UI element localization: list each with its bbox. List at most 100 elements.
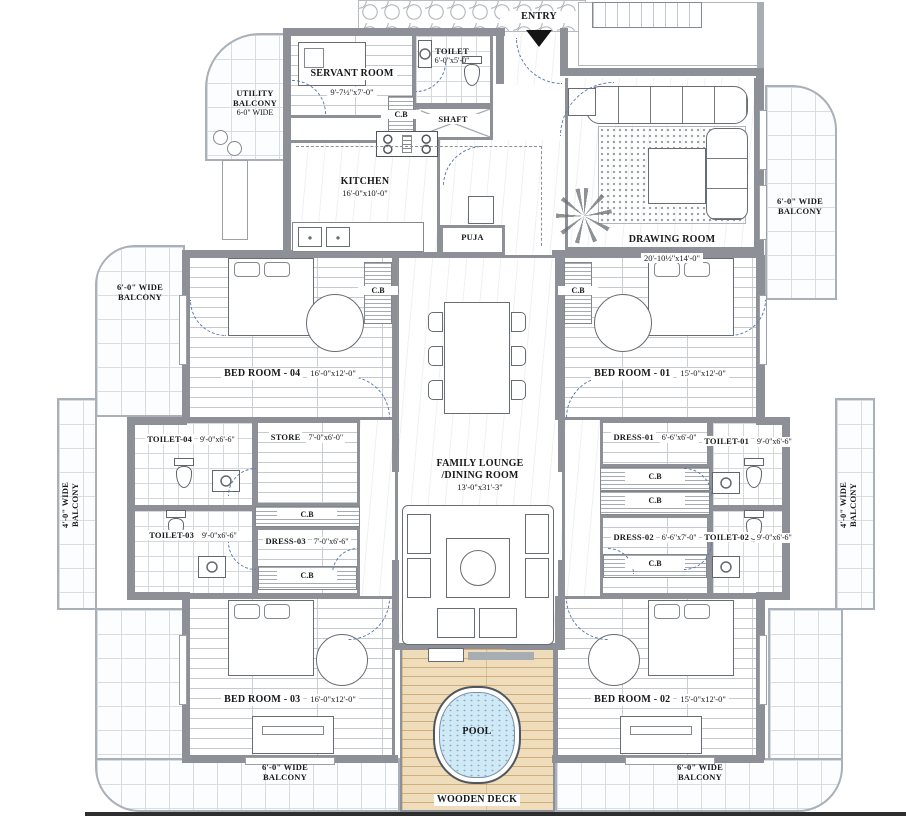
wall: [558, 560, 565, 650]
deck-planter: [428, 648, 464, 662]
room-dims: 16'-0"x12'-0": [307, 368, 359, 379]
pool-label: POOL: [442, 726, 512, 738]
cupboard-label: C.B: [625, 559, 685, 568]
wc-icon: [746, 466, 762, 488]
sink-bowl: [298, 227, 322, 247]
dress-03-label: DRESS-03 7'-0"x6'-6": [257, 530, 357, 549]
kitchen-counter-line: [296, 146, 542, 246]
left-balcony-6ft-label: 6'-0" WIDE BALCONY: [98, 282, 182, 302]
room-name: POOL: [462, 726, 492, 737]
room-dims: 9'-0"x6'-6": [198, 435, 237, 445]
family-lounge-label: FAMILY LOUNGE /DINING ROOM 13'-0"x31'-3": [410, 458, 550, 492]
sink-bowl: [326, 227, 350, 247]
room-dims: 16'-0"x10'-0": [342, 188, 388, 198]
wall: [558, 420, 565, 472]
room-name: TOILET-02: [702, 532, 752, 543]
pool-water: [439, 692, 515, 778]
pebble-stone: [227, 141, 242, 156]
wall: [757, 2, 764, 68]
window: [759, 635, 767, 705]
entry-arrow-icon: [526, 30, 552, 47]
window: [759, 110, 767, 170]
wall: [127, 417, 135, 600]
balcony-line: BALCONY: [848, 483, 859, 527]
cupboard-label: C.B: [381, 110, 421, 119]
wall: [392, 420, 399, 472]
window: [625, 757, 715, 765]
wall: [756, 417, 790, 425]
balcony-line: 6'-0" WIDE: [677, 762, 723, 772]
right-balcony-4ft-label: 4'-0" WIDE BALCONY: [838, 435, 872, 575]
room-dims: 13'-0"x31'-3": [457, 482, 503, 492]
wc-icon: [464, 64, 480, 86]
toilet-02-room: [710, 508, 790, 596]
window: [179, 635, 187, 705]
room-dims: 15'-0"x12'-0": [677, 694, 729, 705]
wc-icon: [744, 458, 764, 466]
room-dims: 16'-0"x12'-0": [307, 694, 359, 705]
bottom-left-balcony: [95, 758, 400, 812]
pebble-stone: [213, 130, 228, 145]
entry-label: ENTRY: [500, 11, 578, 23]
left-balcony-6ft: [95, 245, 185, 417]
balcony-line: 4'-0" WIDE: [60, 482, 70, 528]
planter-box: [222, 160, 248, 240]
wall: [127, 592, 187, 600]
wall: [496, 28, 504, 84]
wc-icon: [462, 56, 482, 64]
toilet-01-label: TOILET-01 9'-0"x6'-6": [702, 430, 794, 449]
room-name: BED ROOM - 04: [221, 368, 304, 380]
drawing-center-table: [648, 148, 706, 204]
dresser: [252, 716, 334, 754]
wc-icon: [744, 510, 764, 518]
room-name: TOILET-04: [145, 434, 195, 445]
store-label: STORE 7'-0"x6'-0": [257, 426, 357, 445]
room-dims: 7'-0"x6'-6": [311, 537, 351, 547]
room-dims: 7'-0"x6'-0": [306, 433, 346, 443]
dining-chair: [511, 312, 526, 332]
room-name: PUJA: [461, 232, 484, 242]
kitchen-label: KITCHEN 16'-0"x10'-0": [305, 176, 425, 198]
balcony-line: BALCONY: [778, 206, 822, 217]
left-balcony-4ft: [57, 398, 97, 610]
right-balcony-6ft-label: 6'-0" WIDE BALCONY: [760, 196, 840, 216]
lounge-cushion: [525, 558, 549, 598]
room-dims: 6'-6"x6'-0": [659, 433, 699, 443]
lounge-cushion: [437, 608, 475, 638]
balcony-line: BALCONY: [118, 292, 162, 303]
stove-grill: [402, 135, 412, 153]
bedroom-01-label: BED ROOM - 01 15'-0"x12'-0": [585, 362, 735, 381]
window: [179, 295, 187, 365]
lounge-cushion: [479, 608, 517, 638]
drawing-sofa-right: [706, 128, 748, 220]
left-balcony-4ft-label: 4'-0" WIDE BALCONY: [60, 435, 94, 575]
pillow: [234, 262, 260, 277]
toilet-02-label: TOILET-02 9'-0"x6'-6": [702, 526, 794, 545]
cupboard-label: C.B: [625, 496, 685, 505]
stair-treads: [592, 2, 702, 28]
bottom-left-balcony-column: [95, 608, 185, 760]
wall: [392, 560, 399, 650]
room-name: BED ROOM - 02: [591, 694, 674, 706]
toilet-04-label: TOILET-04 9'-0"x6'-6": [132, 428, 250, 447]
balcony-line: UTILITY: [236, 88, 274, 98]
rug: [306, 294, 364, 352]
wall: [127, 417, 187, 425]
wall: [558, 254, 565, 422]
wall: [782, 417, 790, 600]
balcony-line: BALCONY: [678, 772, 722, 783]
room-name: KITCHEN: [340, 176, 390, 187]
baseline: [85, 812, 906, 816]
servant-pillow: [304, 48, 324, 68]
room-name: SERVANT ROOM: [307, 68, 397, 80]
room-name: BED ROOM - 01: [591, 368, 674, 380]
room-dims: 9'-7½"x7'-0": [327, 87, 377, 98]
basin-icon: [198, 556, 226, 578]
wc-icon: [176, 466, 192, 488]
dining-chair: [428, 380, 443, 400]
wc-icon: [166, 510, 186, 518]
toilet-top-label: TOILET 6'-0"x5'-0": [412, 46, 492, 66]
pool: [433, 686, 521, 784]
room-dims: 15'-0"x12'-0": [677, 368, 729, 379]
wall: [560, 68, 764, 76]
